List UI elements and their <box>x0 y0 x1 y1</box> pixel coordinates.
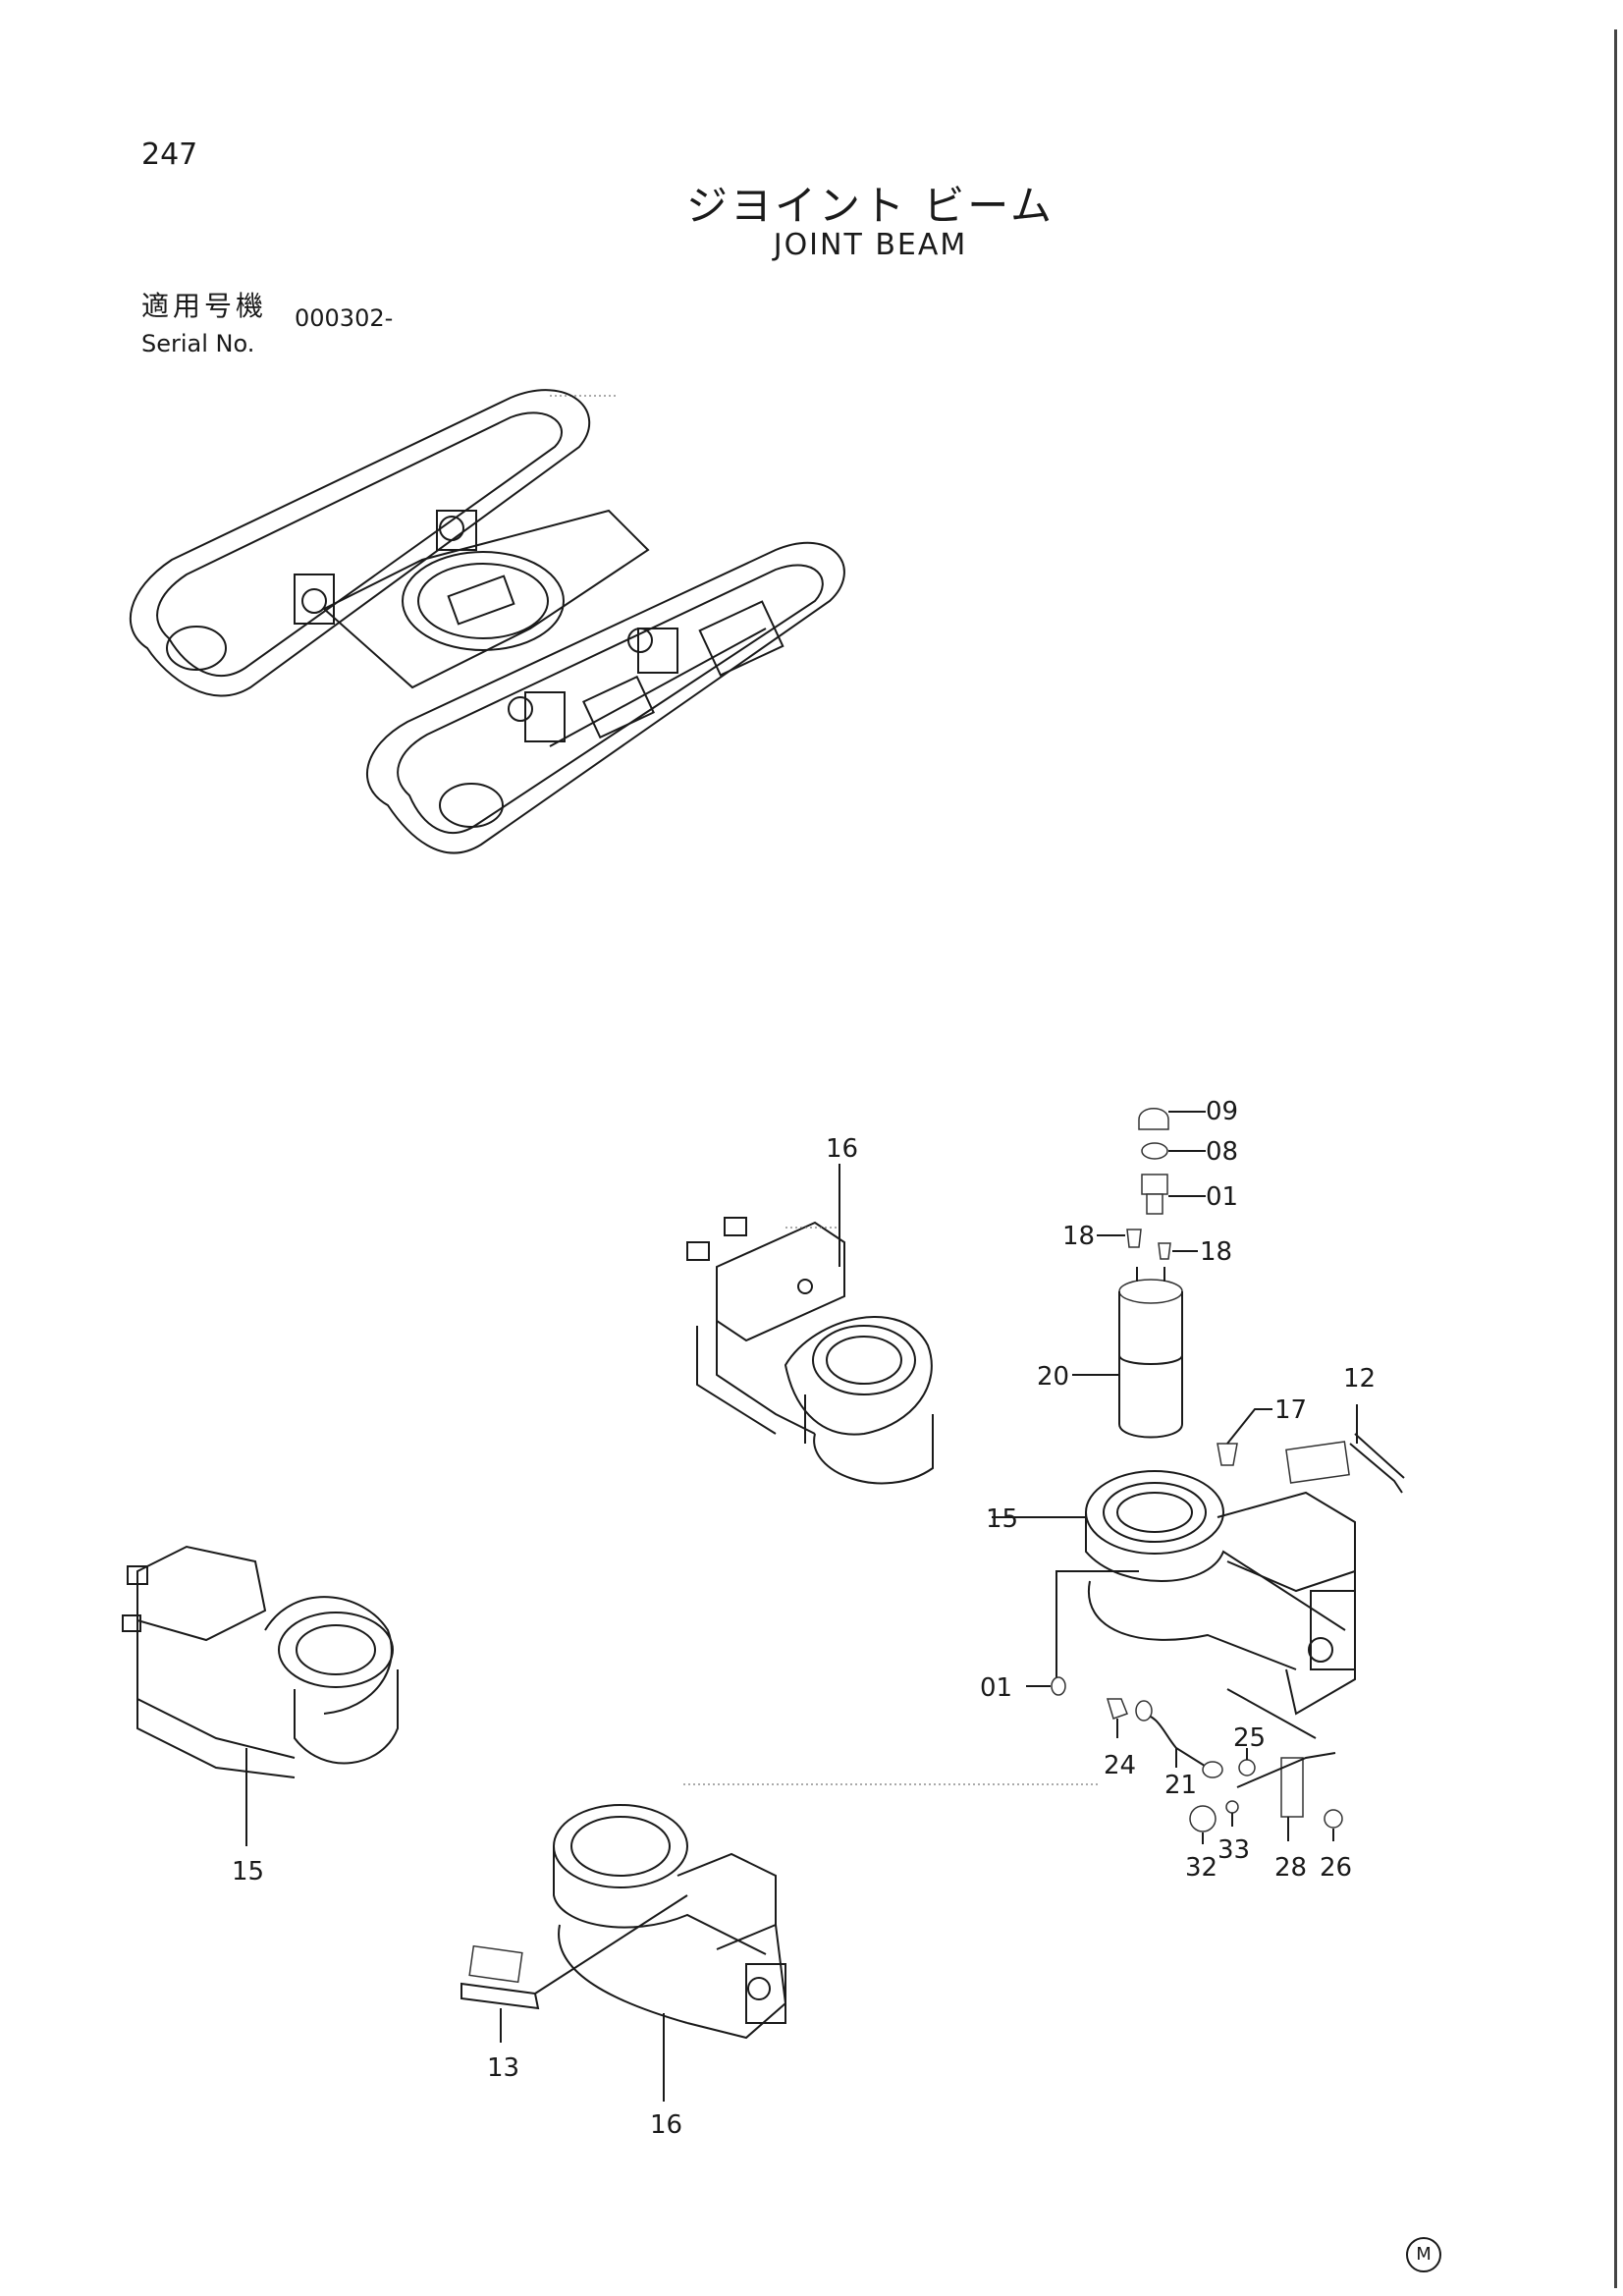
callout-17: 17 <box>1274 1395 1307 1425</box>
callout-25: 25 <box>1233 1723 1266 1753</box>
callout-28: 28 <box>1274 1853 1307 1883</box>
m-circle-mark: M <box>1406 2237 1441 2272</box>
callout-16-top: 16 <box>826 1134 858 1164</box>
serial-number-value: 000302- <box>295 304 394 332</box>
callout-09: 09 <box>1206 1097 1238 1126</box>
callout-15-left: 15 <box>232 1857 264 1886</box>
joint-beam-exploded-assembly <box>683 1108 1405 1844</box>
callout-01-top: 01 <box>1206 1182 1238 1212</box>
callout-08: 08 <box>1206 1137 1238 1167</box>
callout-16-bottom: 16 <box>650 2110 682 2140</box>
page-border <box>1614 29 1617 2288</box>
callout-01-left: 01 <box>980 1673 1012 1703</box>
undercarriage-overview-illustration <box>129 389 845 854</box>
callout-15-right: 15 <box>986 1504 1018 1534</box>
callout-33: 33 <box>1217 1835 1250 1865</box>
callout-12: 12 <box>1343 1364 1376 1394</box>
callout-18-left: 18 <box>1062 1222 1095 1251</box>
joint-beam-16-bottom-illustration <box>460 1804 787 2102</box>
callout-26: 26 <box>1320 1853 1352 1883</box>
title-japanese: ジヨイント ビーム <box>685 182 1055 230</box>
serial-label-japanese: 適用号機 <box>141 290 268 322</box>
page-number: 247 <box>141 137 198 172</box>
joint-beam-15-left-illustration <box>122 1545 399 1846</box>
serial-label-english: Serial No. <box>141 330 255 357</box>
callout-18-right: 18 <box>1200 1237 1232 1267</box>
callout-32: 32 <box>1185 1853 1217 1883</box>
joint-beam-16-top-illustration <box>686 1164 934 1485</box>
callout-21: 21 <box>1164 1771 1197 1800</box>
callout-20: 20 <box>1037 1362 1069 1392</box>
callout-13: 13 <box>487 2053 519 2083</box>
title-english: JOINT BEAM <box>773 228 968 262</box>
callout-24: 24 <box>1104 1751 1136 1780</box>
